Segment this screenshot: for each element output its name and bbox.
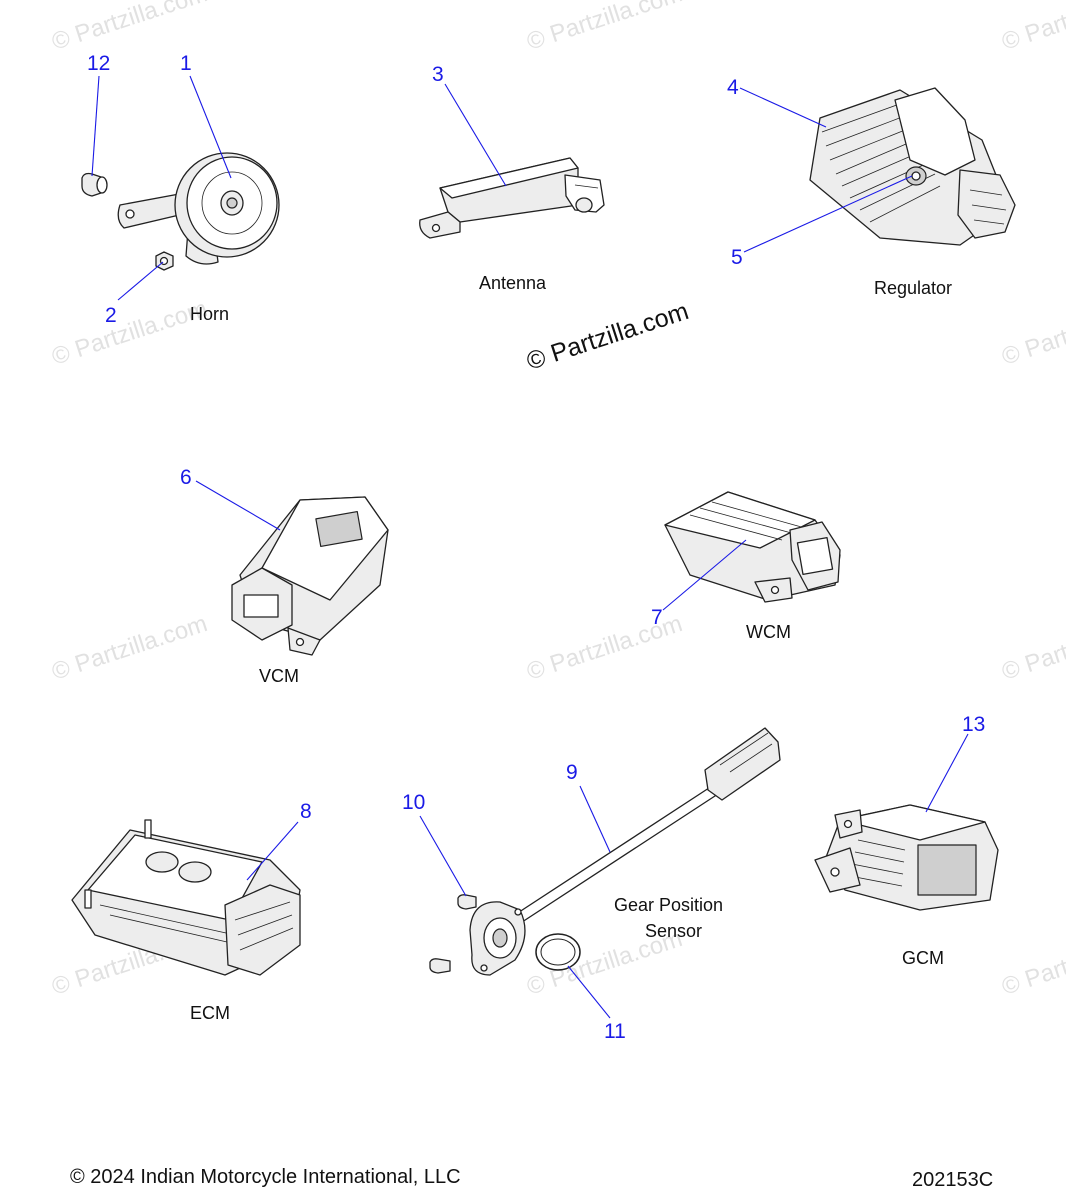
- vcm-illustration: [231, 496, 389, 656]
- vcm-assembly: 6 VCM: [180, 466, 389, 686]
- watermark: © Partzilla.com: [999, 925, 1066, 1001]
- callout-13: 13: [962, 713, 985, 736]
- label-gear-position-sensor-line1: Gear Position: [614, 895, 723, 915]
- label-antenna: Antenna: [479, 273, 547, 293]
- label-gear-position-sensor-line2: Sensor: [645, 921, 702, 941]
- callout-7: 7: [651, 606, 663, 629]
- callout-1: 1: [180, 52, 192, 75]
- leader-line-12: [91, 75, 100, 177]
- leader-line-4: [739, 87, 827, 128]
- label-ecm: ECM: [190, 1003, 230, 1023]
- regulator-illustration: [809, 87, 1016, 246]
- leader-line-7: [662, 539, 747, 611]
- watermark: © Partzilla.com: [524, 0, 686, 56]
- bolt-part-12: [81, 172, 108, 197]
- leader-line-9: [579, 785, 611, 853]
- regulator-assembly: 4 5 Regulator: [727, 76, 1016, 298]
- label-wcm: WCM: [746, 622, 791, 642]
- leader-line-8: [246, 821, 299, 881]
- callout-4: 4: [727, 76, 739, 99]
- footer-diagram-id: 202153C: [912, 1169, 993, 1191]
- watermark: © Partzilla.com: [999, 610, 1066, 686]
- o-ring-part-11: [535, 933, 581, 971]
- wcm-illustration: [664, 491, 841, 603]
- leader-line-2: [117, 261, 164, 301]
- callout-12: 12: [87, 52, 110, 75]
- watermark: © Partzilla.com: [999, 295, 1066, 371]
- watermark: © Partzilla.com: [49, 295, 211, 371]
- label-regulator: Regulator: [874, 278, 952, 298]
- callout-5: 5: [731, 246, 743, 269]
- footer-copyright: © 2024 Indian Motorcycle International, …: [70, 1166, 461, 1188]
- wcm-assembly: 7 WCM: [651, 491, 841, 642]
- gcm-assembly: 13 GCM: [814, 713, 999, 968]
- callout-2: 2: [105, 304, 117, 327]
- horn-assembly: 1 2 12 Horn: [81, 52, 280, 327]
- leader-line-5: [743, 175, 913, 253]
- leader-line-6: [195, 480, 281, 531]
- callout-11: 11: [604, 1020, 626, 1043]
- callout-6: 6: [180, 466, 192, 489]
- leader-line-3: [444, 83, 507, 187]
- watermark-main: © Partzilla.com: [523, 297, 692, 376]
- watermark: © Partzilla.com: [49, 0, 211, 56]
- leader-line-11: [567, 965, 611, 1019]
- gcm-illustration: [814, 804, 999, 911]
- nut-part-2: [155, 251, 174, 271]
- ecm-illustration: [71, 819, 301, 976]
- label-horn: Horn: [190, 304, 229, 324]
- gear-position-sensor-illustration: [469, 727, 781, 976]
- label-vcm: VCM: [259, 666, 299, 686]
- gear-position-sensor-assembly: 9 10 11 Gear Position Sensor: [402, 727, 781, 1043]
- callout-10: 10: [402, 791, 425, 814]
- screws-part-10: [429, 894, 477, 974]
- label-gcm: GCM: [902, 948, 944, 968]
- horn-illustration: [117, 152, 280, 265]
- antenna-illustration: [419, 157, 605, 239]
- watermark: © Partzilla.com: [999, 0, 1066, 56]
- watermark: © Partzilla.com: [49, 610, 211, 686]
- leader-line-10: [419, 815, 467, 897]
- callout-8: 8: [300, 800, 312, 823]
- antenna-assembly: 3 Antenna: [419, 63, 605, 293]
- callout-3: 3: [432, 63, 444, 86]
- leader-line-1: [189, 75, 232, 179]
- leader-line-13: [925, 733, 969, 813]
- callout-9: 9: [566, 761, 578, 784]
- ecm-assembly: 8 ECM: [71, 800, 312, 1023]
